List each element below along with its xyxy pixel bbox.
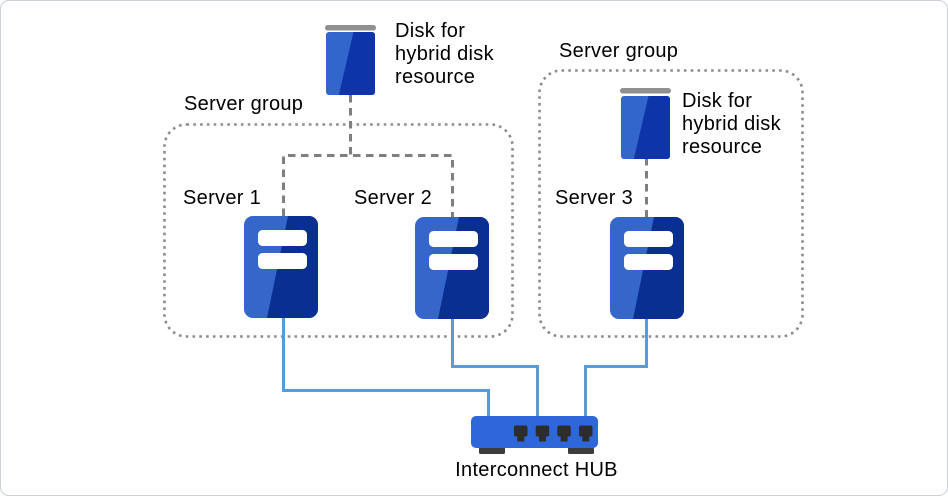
server3-hub-cable (584, 317, 648, 417)
server-slot-bar (429, 231, 478, 247)
hub-body (471, 416, 598, 448)
disk-cap (620, 88, 671, 94)
hub-label: Interconnect HUB (455, 459, 618, 481)
hub-port-icon (514, 425, 528, 442)
disk-body-shade (633, 96, 670, 159)
hub-port-icon (557, 425, 571, 442)
disk1-label: Disk for hybrid disk resource (395, 20, 494, 88)
disk-icon-1 (325, 25, 376, 95)
disk-body-shade (338, 32, 375, 95)
disk-cap (325, 25, 376, 31)
server3-label: Server 3 (555, 187, 633, 209)
server2-label: Server 2 (354, 187, 432, 209)
server-icon-2 (415, 217, 489, 319)
hub-port-icon (535, 425, 550, 442)
hub-port-icon (579, 425, 593, 442)
group1-label: Server group (184, 93, 304, 115)
server-group-outline-1 (163, 123, 514, 338)
disk1-bracket-line (282, 154, 454, 217)
disk-icon-2 (620, 88, 671, 159)
server-icon-3 (610, 217, 684, 319)
server-slot-bar (258, 253, 307, 269)
group2-label: Server group (559, 40, 679, 62)
server2-hub-cable (451, 317, 539, 417)
server-slot-bar (258, 230, 307, 246)
hub-icon (471, 416, 598, 454)
server-slot-bar (624, 254, 673, 270)
server1-label: Server 1 (183, 187, 261, 209)
server-group-outline-2 (538, 69, 804, 338)
server-slot-bar (624, 231, 673, 247)
disk2-label: Disk for hybrid disk resource (682, 90, 781, 158)
server-slot-bar (429, 254, 478, 270)
server-icon-1 (244, 216, 318, 318)
server1-hub-cable (282, 316, 490, 417)
